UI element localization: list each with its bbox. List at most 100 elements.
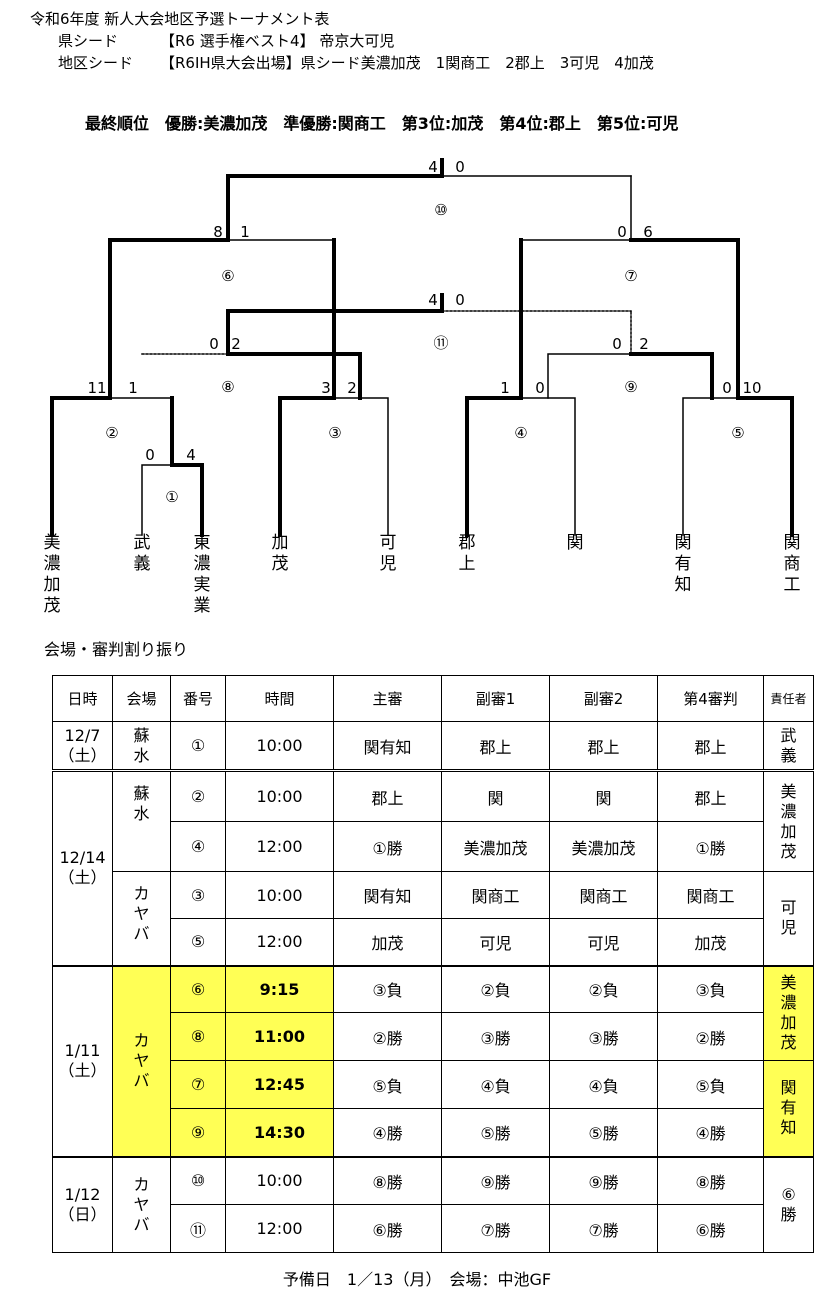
assistant1-cell: ③勝: [441, 1012, 550, 1061]
referee-cell: ①勝: [333, 821, 442, 872]
table-row: 12/7（土） 蘇水 ① 10:00 関有知 郡上 郡上 郡上 武義: [52, 721, 814, 772]
team-name: 関有知: [673, 533, 693, 596]
match-number-4: ④: [514, 424, 528, 442]
bracket-line-m5-right: [736, 396, 794, 537]
assistant2-cell: ②負: [549, 965, 658, 1013]
venue-cell: カヤバ: [112, 871, 171, 967]
fourth-official-cell: ②勝: [657, 1012, 764, 1061]
page-title: 令和6年度 新人大会地区予選トーナメント表: [30, 10, 330, 28]
table-row: ④ 12:00 ①勝 美濃加茂 美濃加茂 ①勝: [53, 821, 814, 872]
text-line: 関: [780, 1078, 797, 1098]
match-number-10: ⑩: [434, 201, 448, 219]
fourth-official-cell: 関商工: [657, 871, 764, 919]
responsible-cell: 武義: [763, 721, 814, 772]
text-line: 可: [780, 898, 797, 918]
text-line: 武: [780, 725, 797, 745]
time-cell: 12:45: [225, 1060, 334, 1109]
team-name: 美濃加茂: [42, 533, 62, 617]
time-cell: 10:00: [225, 770, 334, 822]
bracket-line-m1-right: [170, 463, 204, 537]
referee-cell: 関有知: [333, 721, 442, 772]
team-name: 関: [565, 533, 585, 554]
match-number-11: ⑪: [433, 334, 449, 352]
score-m3-right: 2: [347, 379, 357, 397]
team-name: 関商工: [782, 533, 802, 596]
score-m9-right: 2: [639, 335, 649, 353]
table-row: ⑧ 11:00 ②勝 ③勝 ③勝 ②勝: [53, 1012, 814, 1061]
text-line: （土）: [58, 1061, 107, 1080]
text-line: 知: [780, 1118, 797, 1138]
score-m3-left: 3: [321, 379, 331, 397]
match-number-cell: ⑦: [170, 1060, 226, 1109]
fourth-official-cell: 郡上: [657, 721, 764, 772]
text-line: 美: [43, 533, 61, 553]
col-header: 日時: [52, 675, 113, 722]
text-line: 茂: [780, 841, 797, 861]
time-cell: 14:30: [225, 1108, 334, 1158]
assistant1-cell: 美濃加茂: [441, 821, 550, 872]
text-line: 加: [780, 821, 797, 841]
team-name: 東濃実業: [192, 533, 212, 617]
time-cell: 10:00: [225, 1156, 334, 1205]
team-name: 加茂: [270, 533, 290, 575]
table-row: カヤバ ③ 10:00 関有知 関商工 関商工 関商工 可児: [53, 871, 814, 967]
text-line: 濃: [43, 554, 61, 574]
table-header-row: 日時 会場 番号 時間 主審 副審1 副審2 第4審判 責任者: [52, 675, 814, 722]
bracket-line-m5-left: [682, 397, 739, 536]
text-line: カ: [133, 1031, 150, 1050]
responsible-cell: 美濃加茂: [763, 965, 814, 1061]
score-m1-left: 0: [145, 446, 155, 464]
bracket-line-m1-left: [141, 464, 173, 536]
score-m7-left: 0: [617, 223, 627, 241]
score-m11-left: 4: [428, 291, 438, 309]
time-cell: 12:00: [225, 821, 334, 872]
assistant2-cell: ⑤勝: [549, 1108, 658, 1158]
schedule-title: 会場・審判割り振り: [44, 640, 189, 659]
assistant2-cell: 美濃加茂: [549, 821, 658, 872]
pref-seed-label: 県シード: [58, 32, 119, 50]
district-seed-label: 地区シード: [58, 54, 134, 72]
bracket-line-m2-left: [50, 396, 112, 537]
fourth-official-cell: ④勝: [657, 1108, 764, 1158]
referee-cell: ④勝: [333, 1108, 442, 1158]
col-header: 時間: [225, 675, 334, 722]
match-number-cell: ②: [170, 770, 226, 822]
assistant1-cell: ⑤勝: [441, 1108, 550, 1158]
bracket-line-m3-left: [278, 396, 336, 537]
time-cell: 12:00: [225, 1204, 334, 1253]
assistant1-cell: 関商工: [441, 871, 550, 919]
venue-cell: 蘇水: [112, 721, 171, 772]
assistant2-cell: 郡上: [549, 721, 658, 772]
score-m8-right: 2: [231, 335, 241, 353]
text-line: 1/11: [64, 1041, 101, 1060]
text-line: 加: [43, 575, 61, 595]
assistant1-cell: ②負: [441, 965, 550, 1013]
responsible-cell: 可児: [763, 871, 814, 967]
fourth-official-cell: ⑤負: [657, 1060, 764, 1109]
score-m5-left: 0: [722, 379, 732, 397]
time-cell: 12:00: [225, 918, 334, 967]
final-ranking: 最終順位 優勝:美濃加茂 準優勝:関商工 第3位:加茂 第4位:郡上 第5位:可…: [85, 114, 679, 133]
assistant2-cell: 関: [549, 770, 658, 822]
schedule-table: 日時 会場 番号 時間 主審 副審1 副審2 第4審判 責任者 12/7（土） …: [52, 675, 814, 1253]
text-line: 蘇: [133, 725, 150, 745]
date-cell: 12/7（土）: [52, 721, 113, 772]
text-line: 水: [133, 804, 150, 823]
time-cell: 10:00: [225, 871, 334, 919]
text-line: 商: [783, 554, 801, 574]
score-m10-left: 4: [428, 158, 438, 176]
text-line: 12/7: [64, 725, 101, 745]
score-m10-right: 0: [455, 158, 465, 176]
text-line: 児: [780, 918, 797, 938]
date-cell: 12/14（土）: [52, 770, 113, 967]
text-line: 業: [193, 596, 211, 616]
score-m6-left: 8: [213, 223, 223, 241]
assistant2-cell: ⑦勝: [549, 1204, 658, 1253]
team-name: 郡上: [457, 533, 477, 575]
col-header: 番号: [170, 675, 226, 722]
match-number-3: ③: [328, 424, 342, 442]
text-line: 義: [780, 745, 797, 765]
table-row: 12/14（土） 蘇水 ② 10:00 郡上 関 関 郡上 美濃加茂: [52, 770, 814, 967]
match-number-cell: ⑧: [170, 1012, 226, 1061]
